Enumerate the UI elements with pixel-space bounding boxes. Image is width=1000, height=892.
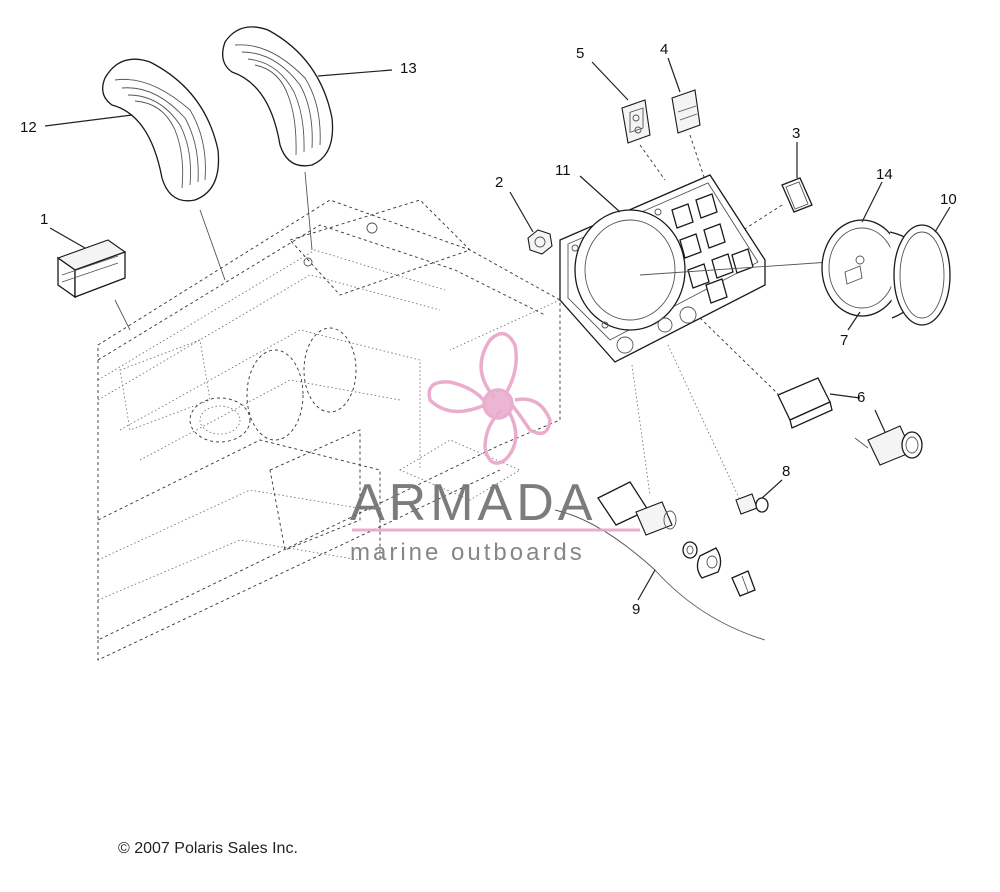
leader-14 [861,181,883,223]
part-1-switch-blank [56,239,127,299]
watermark-brand: ARMADA [350,474,596,532]
callout-9: 9 [632,601,640,618]
leader-8 [761,479,783,499]
leader-4 [667,57,681,93]
leader-11b [639,261,831,276]
part-6-power-outlet [777,377,923,466]
callout-10: 10 [940,191,957,208]
leader-6b [874,409,886,433]
watermark: ARMADA marine outboards [350,331,640,566]
copyright-notice: © 2007 Polaris Sales Inc. [118,840,298,857]
callout-1: 1 [40,211,48,228]
leader-10 [934,206,951,233]
leader-9 [637,569,656,601]
leader-1b [114,299,131,331]
part-4-switch [671,89,701,134]
part-10-gauge-ring [893,224,951,326]
leader-1 [49,227,86,249]
callout-8: 8 [782,463,790,480]
leader-2 [509,191,534,233]
leader-12 [44,114,133,127]
callout-13: 13 [400,60,417,77]
propeller-logo [427,331,552,465]
callout-12: 12 [20,119,37,136]
leader-8b [667,344,741,501]
callout-5: 5 [576,45,584,62]
callout-11: 11 [555,162,571,179]
part-2-nut [527,229,553,255]
callout-2: 2 [495,174,503,191]
leader-4b [689,134,706,181]
leader-13b [304,171,313,251]
leader-13 [317,69,393,77]
callout-4: 4 [660,41,668,58]
part-3-gasket [781,177,813,213]
part-5-switch [621,99,651,144]
leader-5 [591,61,629,101]
part-12-grip-pad [102,58,220,202]
leader-12b [199,209,226,281]
callout-7: 7 [840,332,848,349]
callout-14: 14 [876,166,893,183]
leader-6c [699,317,779,395]
leader-7 [847,311,861,331]
watermark-tagline: marine outboards [350,539,585,566]
leader-3b [739,204,783,233]
callout-6: 6 [857,389,865,406]
leader-9b [631,364,651,496]
dashboard-body [97,199,561,661]
leader-5b [639,144,666,181]
leader-6 [829,393,861,399]
leader-11 [579,175,621,213]
part-13-grip-pad [222,26,334,167]
leader-11c [449,299,561,351]
part-8-indicator-light [735,493,769,515]
callout-3: 3 [792,125,800,142]
